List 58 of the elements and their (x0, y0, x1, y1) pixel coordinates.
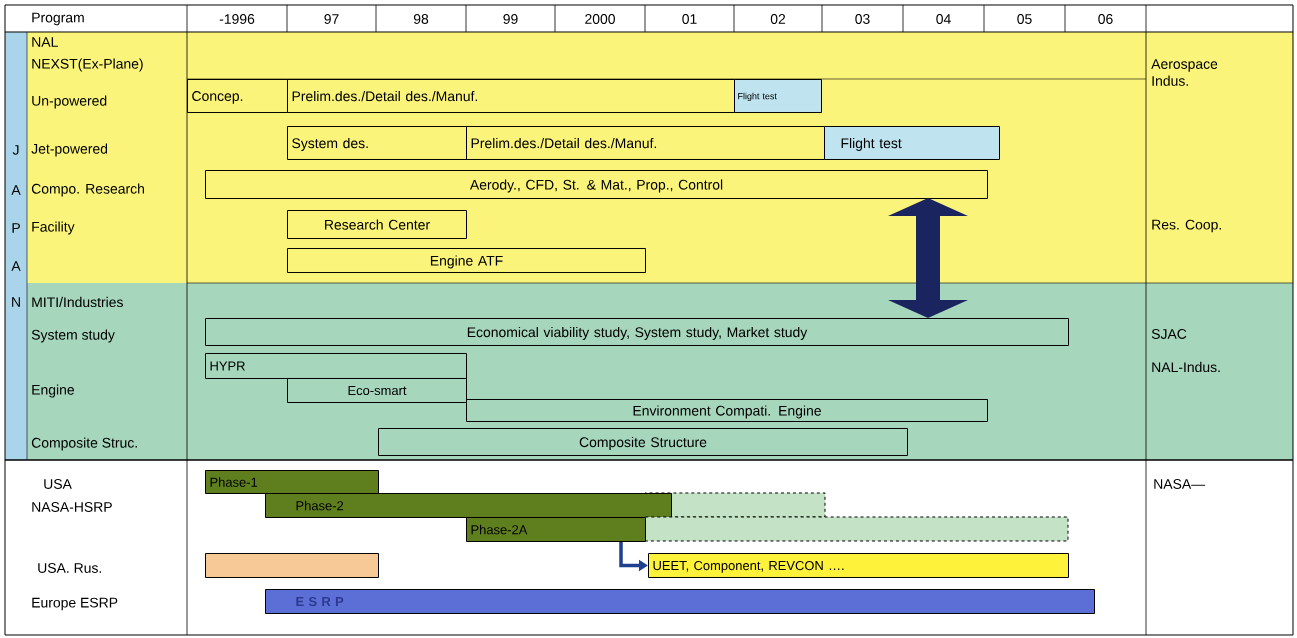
label: 2000 (585, 14, 615, 24)
label: USA. Rus. (38, 563, 102, 573)
label: Res. Coop. (1152, 219, 1221, 233)
node-label: Phase-2A (471, 524, 528, 535)
label: Engine (32, 384, 74, 398)
label: NAL-Indus. (1152, 361, 1220, 373)
label: -1996 (219, 14, 255, 24)
label: A (11, 261, 21, 271)
bar: HYPR (205, 353, 467, 379)
label: 01 (682, 14, 697, 24)
bar: Aerody., CFD, St. & Mat., Prop., Control (205, 170, 988, 199)
label: Aerospace Indus. (1151, 59, 1218, 86)
label: Composite Struc. (31, 437, 137, 451)
bar: Phase-2A (466, 516, 1069, 542)
bar: Composite Structure (378, 428, 908, 456)
label: NEXST(Ex-Plane) (32, 58, 143, 72)
label: Program (32, 12, 84, 26)
label: 02 (770, 14, 786, 24)
bar: Flight test (734, 79, 822, 113)
bar (205, 553, 379, 578)
label: N (12, 297, 20, 307)
bar: Prelim.des./Detail des./Manuf. (466, 126, 825, 160)
label: USA (44, 479, 72, 489)
label: System study (31, 329, 115, 343)
bar: Flight test (824, 126, 1000, 160)
label: Un-powered (32, 95, 107, 109)
label: SJAC (1151, 329, 1187, 339)
label: Facility (32, 221, 75, 235)
bar: Concep. (187, 79, 288, 113)
label: Compo. Research (31, 183, 144, 197)
bar: Economical viability study, System study, Market study (205, 318, 1069, 346)
bar: System des. (287, 126, 467, 160)
bar: Prelim.des./Detail des./Manuf. (287, 79, 735, 113)
label: Jet-powered (31, 143, 108, 157)
label: J (12, 145, 19, 155)
double-arrow (888, 198, 968, 318)
bar: Phase-2 (265, 492, 826, 518)
bar: E S R P (265, 589, 1095, 614)
label: P (12, 223, 20, 233)
label: 03 (855, 14, 870, 24)
label: 98 (413, 14, 429, 24)
label: MITI/Industries (32, 296, 123, 308)
label: 05 (1017, 14, 1032, 24)
label: Europe ESRP (32, 597, 118, 611)
label: 04 (936, 14, 951, 24)
bar: Eco-smart (287, 378, 467, 403)
label: NASA— (1154, 479, 1206, 489)
bar: Environment Compati. Engine (466, 399, 988, 422)
bar: Engine ATF (287, 248, 646, 273)
bar: Research Center (287, 210, 467, 239)
label: NASA-HSRP (32, 502, 112, 512)
label: 99 (503, 14, 518, 24)
label: A (11, 185, 21, 195)
label: 97 (324, 14, 339, 24)
bar: UEET, Component, REVCON …. (648, 553, 1069, 578)
label: NAL (32, 37, 58, 47)
bar: Phase-1 (205, 470, 379, 494)
label: 06 (1098, 14, 1113, 24)
